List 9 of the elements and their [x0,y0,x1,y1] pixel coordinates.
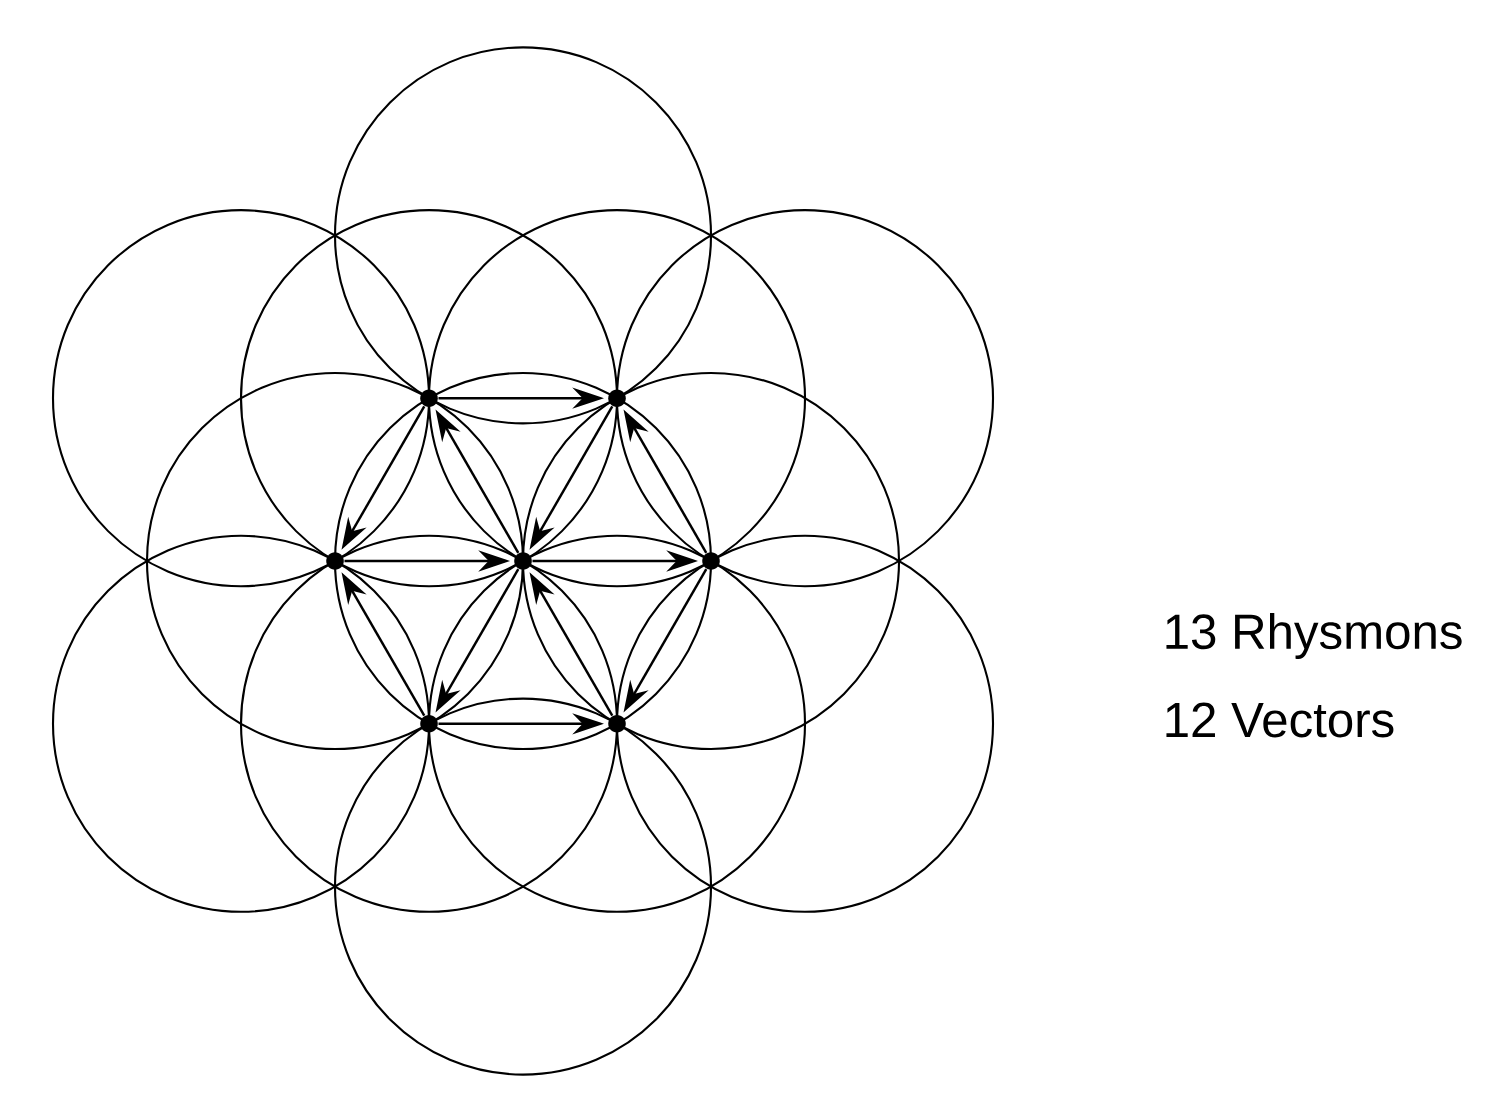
point [420,389,438,407]
point [420,715,438,733]
point [608,715,626,733]
note-text: 12 Vectors [1166,702,1394,738]
point [514,552,532,570]
point [702,552,720,570]
note-text: 13 Rhysmons [1166,613,1462,659]
point [326,552,344,570]
point [608,389,626,407]
